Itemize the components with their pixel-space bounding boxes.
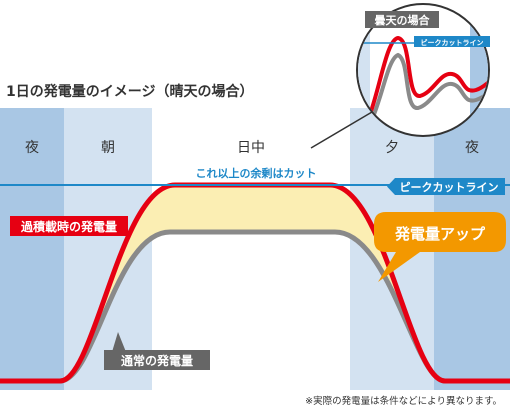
inset-title: 曇天の場合	[375, 13, 431, 27]
normal-label-box	[104, 350, 210, 370]
normal-label-pointer	[112, 332, 126, 352]
diagram-title: 1日の発電量のイメージ（晴天の場合）	[6, 83, 253, 100]
surplus-cut-label: これ以上の余剰はカット	[196, 166, 317, 180]
increase-label: 発電量アップ	[394, 225, 486, 243]
period-night-left: 夜	[25, 140, 39, 156]
band-daytime	[152, 108, 350, 390]
period-daytime: 日中	[237, 140, 265, 156]
period-evening: 夕	[385, 140, 399, 156]
peak-cut-tag	[387, 178, 505, 195]
band-night-left	[0, 108, 64, 390]
overloaded-label: 過積載時の発電量	[20, 219, 117, 234]
inset-connector	[310, 111, 373, 149]
overloaded-label-box	[10, 216, 128, 236]
inset-peak-cut-label: ピークカットライン	[421, 38, 484, 47]
period-morning: 朝	[101, 140, 115, 156]
peak-cut-line-label: ピークカットライン	[400, 181, 499, 194]
footnote: ※実際の発電量は条件などにより異なります。	[305, 395, 502, 407]
increase-callout	[374, 212, 506, 282]
inset-title-box	[365, 11, 439, 28]
inset-peak-cut-tag	[414, 36, 490, 47]
period-night-right: 夜	[465, 140, 479, 156]
normal-label: 通常の発電量	[121, 353, 193, 368]
